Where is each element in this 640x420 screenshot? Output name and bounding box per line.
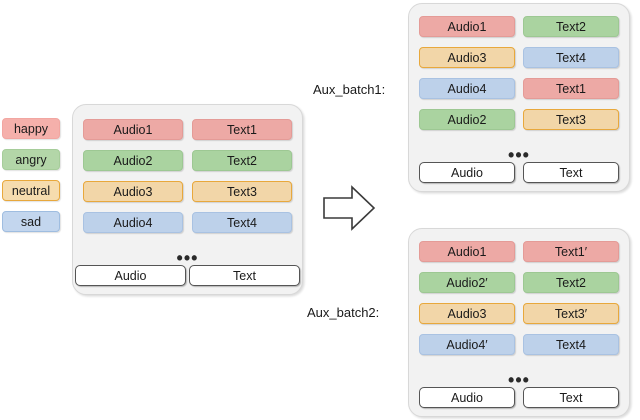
batch-row: Audio1 Text1′ [409,241,629,262]
emotion-label-happy: happy [2,118,60,139]
text-chip: Text4 [523,334,619,355]
audio-chip: Audio4′ [419,334,515,355]
text-chip: Text1′ [523,241,619,262]
emotion-label-sad: sad [2,211,60,232]
right-block-arrow-icon [323,185,376,231]
row-ellipsis: ••• [508,145,530,165]
row-ellipsis: ••• [176,248,199,268]
audio-chip: Audio2 [83,150,183,171]
footer-text-button[interactable]: Text [189,265,300,286]
row-ellipsis: ••• [508,370,530,390]
footer-audio-button[interactable]: Audio [419,387,515,408]
modality-footer: Audio Text [409,387,629,408]
main-batch-box: Audio1 Text1 Audio2 Text2 Audio3 Text3 A… [72,104,303,295]
audio-chip: Audio2 [419,109,515,130]
footer-audio-button[interactable]: Audio [75,265,186,286]
footer-text-button[interactable]: Text [523,387,619,408]
emotion-label-neutral: neutral [2,180,60,201]
batch-row: Audio4 Text1 [409,78,629,99]
text-chip: Text2 [192,150,292,171]
audio-chip: Audio2′ [419,272,515,293]
audio-chip: Audio4 [419,78,515,99]
modality-footer: Audio Text [409,162,629,183]
text-chip: Text1 [523,78,619,99]
audio-chip: Audio3 [83,181,183,202]
text-chip: Text1 [192,119,292,140]
batch-row: Audio2′ Text2 [409,272,629,293]
batch-row: Audio2 Text2 [73,150,302,171]
aux-batch2-label: Aux_batch2: [307,305,380,320]
emotion-label-angry: angry [2,149,60,170]
batch-row: Audio3 Text3 [73,181,302,202]
text-chip: Text2 [523,16,619,37]
text-chip: Text3′ [523,303,619,324]
aux-batch1-label: Aux_batch1: [313,82,386,97]
text-chip: Text3 [523,109,619,130]
modality-footer: Audio Text [73,265,302,286]
batch-row: Audio2 Text3 [409,109,629,130]
aux-batch2-box: Audio1 Text1′ Audio2′ Text2 Audio3 Text3… [408,228,630,417]
audio-chip: Audio1 [419,16,515,37]
text-chip: Text4 [523,47,619,68]
batch-row: Audio3 Text4 [409,47,629,68]
audio-chip: Audio3 [419,303,515,324]
transform-arrow [322,184,376,232]
audio-chip: Audio3 [419,47,515,68]
batch-row: Audio4′ Text4 [409,334,629,355]
batch-row: Audio1 Text1 [73,119,302,140]
audio-chip: Audio4 [83,212,183,233]
batch-row: Audio4 Text4 [73,212,302,233]
footer-text-button[interactable]: Text [523,162,619,183]
footer-audio-button[interactable]: Audio [419,162,515,183]
aux-batch1-box: Audio1 Text2 Audio3 Text4 Audio4 Text1 A… [408,3,630,192]
audio-chip: Audio1 [83,119,183,140]
text-chip: Text4 [192,212,292,233]
batch-row: Audio3 Text3′ [409,303,629,324]
audio-chip: Audio1 [419,241,515,262]
batch-row: Audio1 Text2 [409,16,629,37]
text-chip: Text2 [523,272,619,293]
text-chip: Text3 [192,181,292,202]
